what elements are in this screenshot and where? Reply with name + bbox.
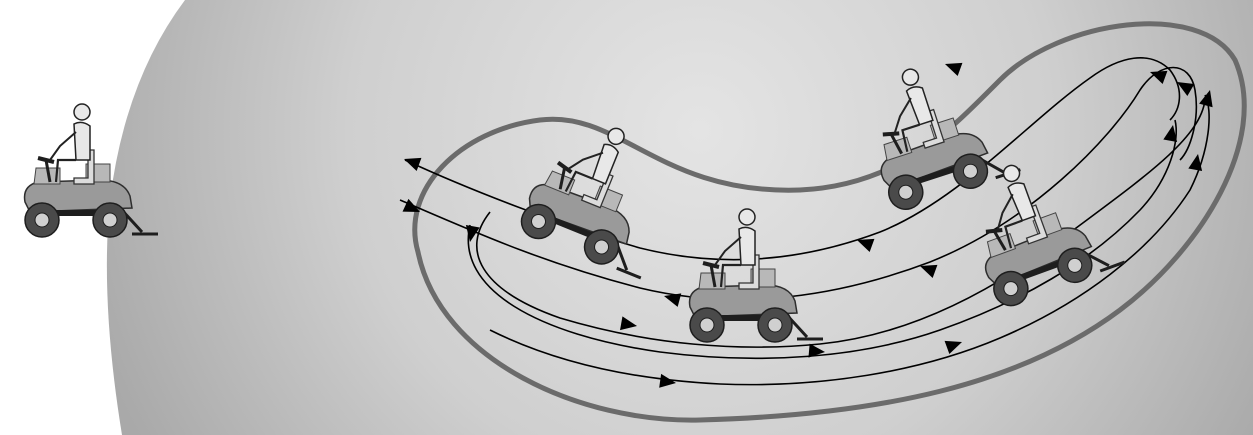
mowing-field — [107, 0, 1253, 435]
